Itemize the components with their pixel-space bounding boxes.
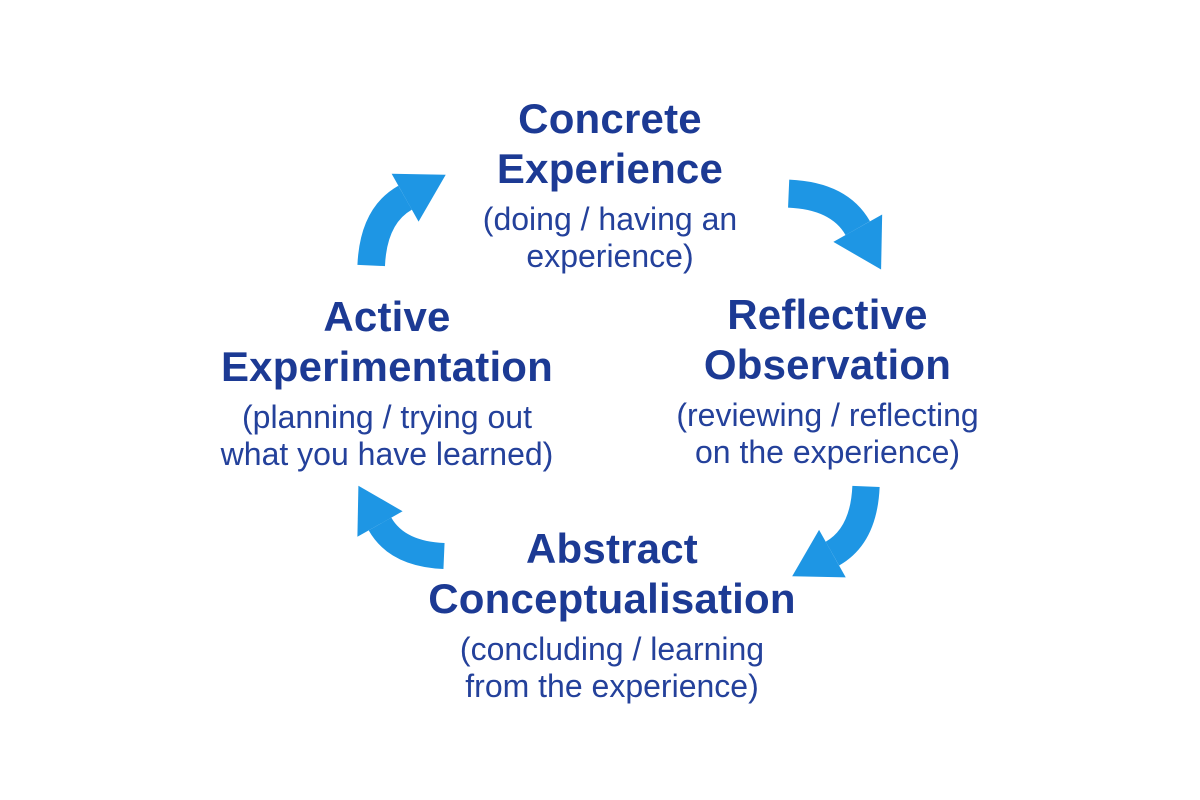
- stage-desc-line: experience): [526, 238, 694, 274]
- stage-desc-line: (planning / trying out: [242, 399, 532, 435]
- stage-title-line: Concrete: [518, 95, 702, 142]
- stage-desc-line: from the experience): [465, 668, 759, 704]
- stage-desc-line: on the experience): [694, 434, 961, 470]
- stage-description: (concluding / learning from the experien…: [422, 631, 802, 705]
- stage-abstract-conceptualisation: Abstract Conceptualisation (concluding /…: [422, 524, 802, 705]
- stage-title-line: Reflective: [727, 291, 928, 338]
- stage-desc-line: (doing / having an: [482, 201, 738, 237]
- stage-title: Active Experimentation: [197, 292, 577, 392]
- stage-concrete-experience: Concrete Experience (doing / having an e…: [410, 94, 810, 275]
- stage-title: Reflective Observation: [640, 290, 1015, 390]
- stage-title-line: Conceptualisation: [428, 575, 796, 622]
- stage-description: (doing / having an experience): [410, 201, 810, 275]
- stage-desc-line: what you have learned): [220, 436, 554, 472]
- stage-description: (planning / trying out what you have lea…: [197, 399, 577, 473]
- stage-description: (reviewing / reflecting on the experienc…: [640, 397, 1015, 471]
- stage-title: Abstract Conceptualisation: [422, 524, 802, 624]
- stage-title: Concrete Experience: [410, 94, 810, 194]
- curved-arrow-up-left-icon: [357, 485, 445, 569]
- stage-title-line: Observation: [703, 341, 952, 388]
- stage-desc-line: (reviewing / reflecting: [676, 397, 979, 433]
- stage-desc-line: (concluding / learning: [459, 631, 765, 667]
- stage-title-line: Experimentation: [220, 343, 554, 390]
- stage-title-line: Abstract: [526, 525, 698, 572]
- stage-active-experimentation: Active Experimentation (planning / tryin…: [197, 292, 577, 473]
- curved-arrow-up-right-icon: [357, 173, 446, 267]
- stage-title-line: Active: [323, 293, 451, 340]
- stage-reflective-observation: Reflective Observation (reviewing / refl…: [640, 290, 1015, 471]
- curved-arrow-down-left-icon: [792, 485, 880, 578]
- stage-title-line: Experience: [496, 145, 724, 192]
- curved-arrow-down-right-icon: [787, 179, 883, 270]
